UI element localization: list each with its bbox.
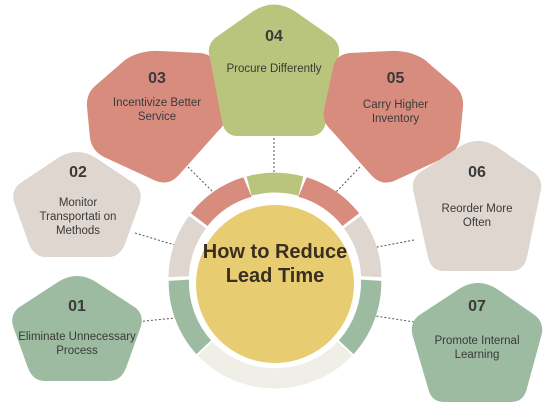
ring-segment-left-lower: [168, 279, 212, 355]
step-text: Carry Higher Inventory: [362, 99, 429, 125]
step-01: 01 Eliminate Unnecessary Process: [17, 298, 137, 358]
pentagon-03: [86, 50, 227, 183]
ring-segment-left-upper: [168, 215, 206, 278]
pentagon-02: [13, 152, 141, 257]
connector-02: [134, 232, 179, 247]
step-number: 04: [265, 28, 283, 45]
pentagon-04: [208, 4, 340, 136]
connector-07: [375, 315, 415, 323]
pentagon-05: [323, 50, 464, 183]
pentagon-07: [411, 283, 543, 402]
ring-segment-top: [246, 172, 304, 196]
connector-05: [334, 166, 361, 194]
step-07: 07 Promote Internal Learning: [427, 298, 527, 362]
step-text: Monitor Transportati on Methods: [39, 197, 117, 237]
step-number: 01: [68, 298, 86, 315]
step-text: Eliminate Unnecessary Process: [18, 331, 136, 357]
step-text: Promote Internal Learning: [434, 335, 520, 361]
step-number: 02: [69, 164, 87, 181]
step-number: 06: [468, 164, 486, 181]
step-03: 03 Incentivize Better Service: [102, 70, 212, 124]
step-number: 07: [468, 298, 486, 315]
connector-03: [187, 166, 215, 194]
ring-segment-right-upper: [344, 215, 382, 278]
step-05: 05 Carry Higher Inventory: [348, 70, 443, 126]
ring-segment-right-lower: [338, 279, 382, 355]
pentagon-06: [412, 141, 542, 271]
step-04: 04 Procure Differently: [224, 28, 324, 76]
ring-segment-top-right: [298, 177, 360, 226]
pentagon-01: [12, 276, 142, 381]
center-title: How to Reduce Lead Time: [202, 241, 348, 287]
step-02: 02 Monitor Transportati on Methods: [28, 164, 128, 238]
step-text: Reorder More Often: [441, 203, 513, 229]
center-circle: [196, 205, 354, 363]
step-text: Incentivize Better Service: [112, 97, 202, 123]
connector-01: [134, 317, 176, 323]
ring-segment-top-left: [190, 177, 252, 226]
ring-segment-bottom: [197, 341, 353, 389]
step-text: Procure Differently: [226, 63, 322, 75]
step-number: 03: [148, 70, 166, 87]
connector-06: [371, 239, 415, 249]
step-06: 06 Reorder More Often: [427, 164, 527, 230]
step-number: 05: [386, 70, 405, 87]
